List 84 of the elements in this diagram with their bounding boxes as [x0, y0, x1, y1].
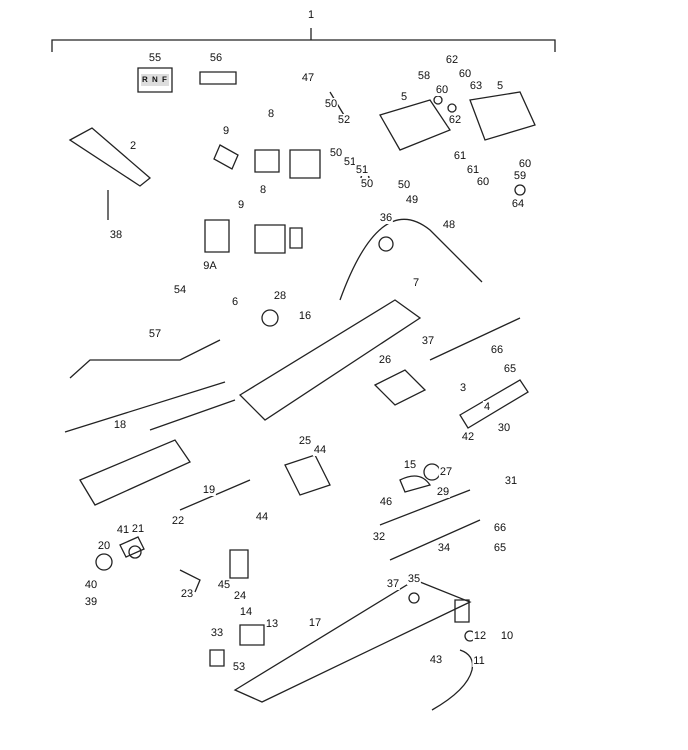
callout-number: 50: [396, 179, 412, 191]
callout-number: 57: [148, 328, 162, 340]
callout-number: 40: [84, 579, 98, 591]
callout-number: 37: [386, 578, 400, 590]
callout-number: 44: [312, 444, 328, 456]
callout-number: 66: [490, 344, 504, 356]
callout-number: 20: [96, 540, 112, 552]
callout-number: 9: [222, 125, 230, 137]
callout-number: 64: [510, 198, 526, 210]
callout-number: 52: [336, 114, 352, 126]
callout-number: 29: [436, 486, 450, 498]
callout-number: 31: [504, 475, 518, 487]
callout-number: 32: [372, 531, 386, 543]
callout-number: 33: [210, 627, 224, 639]
callout-number: 28: [272, 290, 288, 302]
callout-number: 39: [84, 596, 98, 608]
callout-number: 43: [428, 654, 444, 666]
callout-number: 24: [232, 590, 248, 602]
callout-number: 34: [436, 542, 452, 554]
callout-number: 30: [496, 422, 512, 434]
callout-number: 51: [342, 156, 358, 168]
callout-number: 10: [500, 630, 514, 642]
callout-number: 50: [360, 178, 374, 190]
callout-number: 44: [254, 511, 270, 523]
callout-number: 25: [298, 435, 312, 447]
callout-number: 7: [412, 277, 420, 289]
callout-number: 4: [482, 401, 492, 413]
callout-number: 17: [308, 617, 322, 629]
callout-number: 36: [378, 212, 394, 224]
callout-number: 59: [512, 170, 528, 182]
callout-number: 16: [298, 310, 312, 322]
callout-number: 41: [116, 524, 130, 536]
callout-number: 3: [458, 382, 468, 394]
callout-number: 1: [306, 9, 316, 21]
plate-lettering: R N F: [141, 74, 169, 86]
callout-number: 37: [420, 335, 436, 347]
callout-number: 15: [402, 459, 418, 471]
callout-number: 23: [180, 588, 194, 600]
callout-number: 53: [232, 661, 246, 673]
callout-number: 11: [472, 655, 486, 667]
callout-number: 66: [492, 522, 508, 534]
callout-number: 58: [416, 70, 432, 82]
callout-number: 54: [172, 284, 188, 296]
callout-number: 63: [468, 80, 484, 92]
callout-number: 65: [502, 363, 518, 375]
callout-number: 50: [328, 147, 344, 159]
callout-number: 5: [400, 91, 408, 103]
callout-number: 14: [238, 606, 254, 618]
callout-number: 62: [448, 114, 462, 126]
callout-number: 47: [300, 72, 316, 84]
callout-number: 55: [148, 52, 162, 64]
callout-number: 2: [128, 140, 138, 152]
callout-number: 27: [438, 466, 454, 478]
callout-number: 60: [458, 68, 472, 80]
callout-number: 60: [434, 84, 450, 96]
callout-number: 46: [378, 496, 394, 508]
callout-number: 38: [108, 229, 124, 241]
callout-number: 19: [202, 484, 216, 496]
callout-number: 35: [406, 573, 422, 585]
callout-number: 45: [216, 579, 232, 591]
callout-number: 61: [452, 150, 468, 162]
callout-number: 13: [264, 618, 280, 630]
callout-number: 21: [130, 523, 146, 535]
callout-number: 18: [112, 419, 128, 431]
callout-number: 26: [378, 354, 392, 366]
callout-number: 61: [466, 164, 480, 176]
callout-number: 60: [476, 176, 490, 188]
callout-number: 9A: [202, 260, 218, 272]
callout-number: 6: [230, 296, 240, 308]
callout-number: 22: [170, 515, 186, 527]
callout-number: 8: [266, 108, 276, 120]
callout-number: 62: [444, 54, 460, 66]
callout-number: 56: [208, 52, 224, 64]
callout-number: 65: [492, 542, 508, 554]
callout-number: 12: [472, 630, 488, 642]
callout-number: 50: [324, 98, 338, 110]
callout-number: 60: [518, 158, 532, 170]
callout-number: 42: [460, 431, 476, 443]
callout-number: 49: [404, 194, 420, 206]
callout-number: 51: [354, 164, 370, 176]
callout-number: 5: [496, 80, 504, 92]
callout-number: 48: [442, 219, 456, 231]
callout-number: 8: [258, 184, 268, 196]
callout-number: 9: [236, 199, 246, 211]
